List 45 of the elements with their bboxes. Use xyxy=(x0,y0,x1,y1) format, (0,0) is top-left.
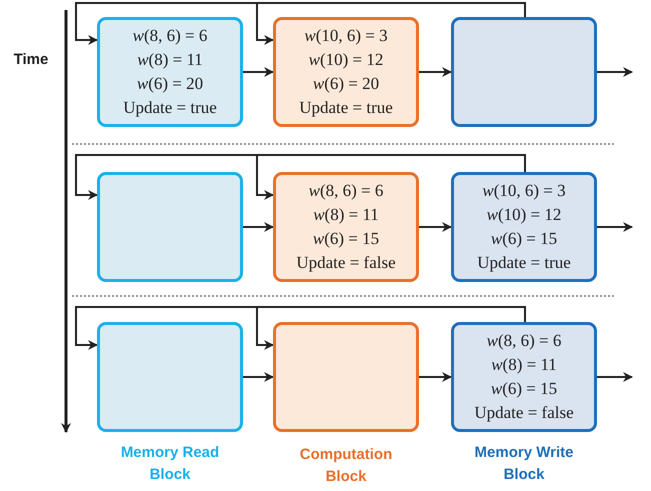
memory-write-block xyxy=(451,17,597,127)
column-label: Memory Read Block xyxy=(120,443,220,485)
value-text: w(6) = 15 xyxy=(312,228,380,250)
memory-write-block xyxy=(451,322,597,432)
axis-label: Time xyxy=(12,50,50,70)
value-text: w(10, 6) = 3 xyxy=(304,25,388,47)
value-text: w(8, 6) = 6 xyxy=(132,25,208,47)
value-text: Update = true xyxy=(477,252,571,274)
arrow xyxy=(243,372,274,382)
value-text: w(6) = 20 xyxy=(136,73,204,95)
arrow xyxy=(419,372,452,382)
value-text: w(8) = 11 xyxy=(313,204,379,226)
column-label: Computation Block xyxy=(298,445,394,487)
computation-block xyxy=(273,17,419,127)
value-text: w(10) = 12 xyxy=(486,204,562,226)
memory-read-block xyxy=(97,172,243,282)
computation-block xyxy=(273,322,419,432)
value-text: w(8) = 11 xyxy=(137,49,203,71)
value-text: Update = true xyxy=(123,97,217,119)
arrow xyxy=(243,67,274,77)
value-text: w(6) = 15 xyxy=(490,378,558,400)
output-arrow xyxy=(597,222,633,232)
feedback-arrow xyxy=(256,154,526,200)
value-text: w(10, 6) = 3 xyxy=(482,180,566,202)
value-text: w(6) = 15 xyxy=(490,228,558,250)
output-arrow xyxy=(597,372,633,382)
arrow xyxy=(419,67,452,77)
value-text: Update = false xyxy=(296,252,396,274)
arrow xyxy=(243,222,274,232)
value-text: w(8, 6) = 6 xyxy=(308,180,384,202)
output-arrow xyxy=(597,67,633,77)
value-text: w(10) = 12 xyxy=(308,49,384,71)
feedback-arrow xyxy=(256,2,526,45)
computation-block xyxy=(273,172,419,282)
value-text: Update = true xyxy=(299,97,393,119)
value-text: w(6) = 20 xyxy=(312,73,380,95)
value-text: w(8, 6) = 6 xyxy=(486,330,562,352)
feedback-arrow xyxy=(256,306,526,350)
memory-read-block xyxy=(97,17,243,127)
memory-read-block xyxy=(97,322,243,432)
value-text: Update = false xyxy=(474,402,574,424)
value-text: w(8) = 11 xyxy=(491,354,557,376)
memory-write-block xyxy=(451,172,597,282)
column-label: Memory Write Block xyxy=(474,443,574,485)
arrow xyxy=(419,222,452,232)
